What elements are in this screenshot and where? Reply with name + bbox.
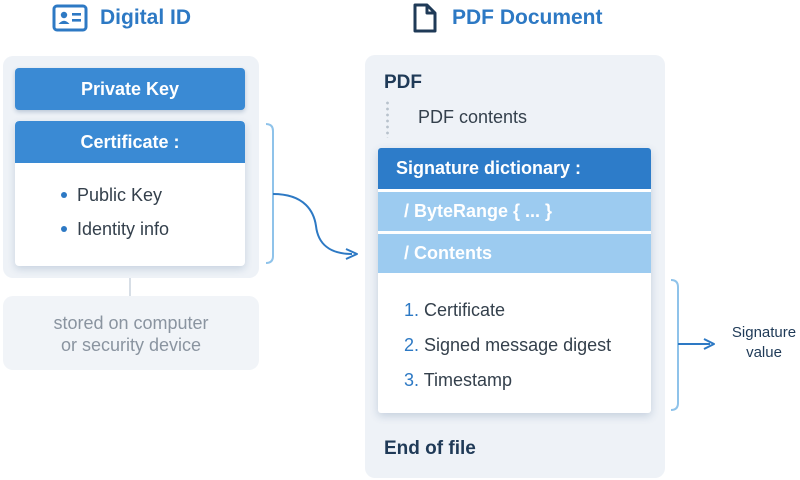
signature-value-line-2: value — [746, 344, 782, 361]
pdf-document-title: PDF Document — [452, 6, 603, 29]
signature-dictionary-card: Signature dictionary : / ByteRange { ...… — [378, 148, 651, 413]
certificate-item-public-key: Public Key — [61, 183, 169, 217]
signature-value-label: Signature value — [720, 323, 800, 363]
certificate-item-identity-info: Identity info — [61, 217, 169, 251]
item-number: 2. — [404, 335, 420, 355]
private-key-bar: Private Key — [15, 68, 245, 110]
storage-line-2: or security device — [60, 335, 202, 355]
certificate-card: Certificate : Public Key Identity info — [15, 121, 245, 266]
dotted-line — [386, 100, 389, 138]
certificate-to-contents-arrow — [272, 193, 353, 255]
item-label: Signed message digest — [424, 335, 612, 355]
item-number: 3. — [404, 370, 420, 390]
end-of-file-label: End of file — [384, 438, 476, 459]
storage-connector — [129, 278, 131, 296]
contents-row: / Contents — [378, 234, 651, 273]
item-label: Timestamp — [423, 370, 513, 390]
arrow-head-icon — [345, 248, 358, 260]
certificate-list: Public Key Identity info — [61, 183, 169, 251]
certificate-header: Certificate : — [15, 121, 245, 163]
signature-item-certificate: 1. Certificate — [404, 298, 611, 333]
item-number: 1. — [404, 300, 420, 320]
storage-line-1: stored on computer — [53, 313, 209, 333]
item-label: Certificate — [424, 300, 506, 320]
signature-item-timestamp: 3. Timestamp — [404, 368, 611, 403]
pdf-label: PDF — [384, 72, 422, 93]
storage-note: stored on computer or security device — [3, 296, 259, 370]
arrow-head-icon — [703, 338, 715, 350]
certificate-bracket — [265, 123, 274, 264]
signature-value-bracket — [670, 279, 679, 411]
digital-id-heading: Digital ID — [52, 4, 191, 32]
byterange-row: / ByteRange { ... } — [378, 192, 651, 231]
document-icon — [412, 2, 438, 34]
signature-item-digest: 2. Signed message digest — [404, 333, 611, 368]
pdf-contents-label: PDF contents — [418, 107, 528, 127]
pdf-document-heading: PDF Document — [412, 2, 603, 34]
digital-id-title: Digital ID — [100, 6, 192, 29]
id-card-icon — [52, 4, 88, 32]
signature-dictionary-header: Signature dictionary : — [378, 148, 651, 189]
signature-value-line-1: Signature — [731, 324, 797, 341]
signature-contents-list: 1. Certificate 2. Signed message digest … — [404, 298, 611, 403]
